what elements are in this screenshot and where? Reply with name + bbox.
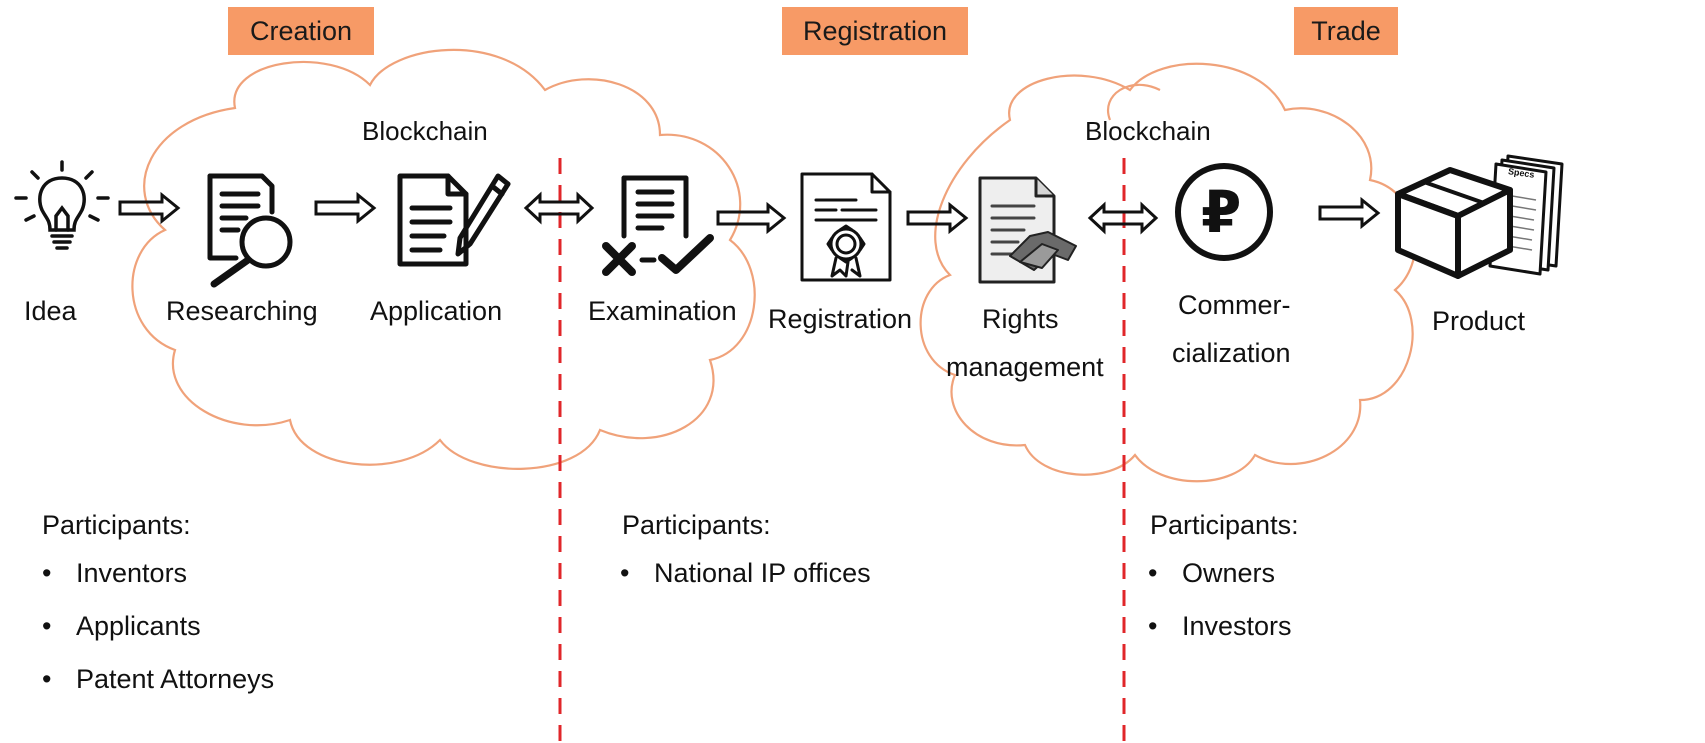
examination-checklist-icon [602,175,714,276]
list-item: • Owners [1148,558,1292,611]
arrow-right-icon [1318,196,1381,230]
arrow-right-icon [314,191,377,225]
list-item: • Investors [1148,611,1292,664]
participants-list-trade: • Owners • Investors [1148,558,1292,664]
blockchain-label-left: Blockchain [362,116,488,146]
participant-name: Applicants [76,611,201,641]
bullet-marker: • [1148,558,1158,588]
bullet-marker: • [620,558,630,588]
ruble-coin-icon [1175,163,1273,261]
arrow-double-icon [523,191,595,225]
step-label-rights-line1: Rights [982,304,1059,334]
list-item: • Applicants [42,611,274,664]
step-label-idea: Idea [24,296,77,326]
list-item: • Inventors [42,558,274,611]
product-box-icon [1395,154,1564,279]
phase-registration-badge: Registration [782,7,968,55]
arrow-right-icon [118,191,181,225]
participants-title-registration: Participants: [622,510,771,540]
bullet-marker: • [1148,611,1158,641]
lightbulb-icon [14,160,110,250]
list-item: • Patent Attorneys [42,664,274,717]
participant-name: Owners [1182,558,1276,588]
participants-title-trade: Participants: [1150,510,1299,540]
application-document-pen-icon [397,173,511,267]
arrow-right-icon [716,201,787,235]
handshake-document-icon [978,176,1077,284]
bullet-marker: • [42,664,52,694]
step-label-registration: Registration [768,304,913,334]
step-label-rights-line2: management [946,352,1104,382]
arrow-double-icon [1087,201,1159,235]
research-magnifier-icon [207,173,293,288]
participants-title-creation: Participants: [42,510,191,540]
certificate-seal-icon [800,172,892,282]
phase-trade-badge: Trade [1294,7,1398,55]
currency-symbol: ₽ [1201,178,1242,246]
step-label-application: Application [370,296,503,326]
participant-name: Inventors [76,558,188,588]
step-label-commer-line2: cialization [1172,338,1291,368]
participants-list-registration: • National IP offices [620,558,871,611]
step-label-commer-line1: Commer- [1178,290,1291,320]
participant-name: Patent Attorneys [76,664,275,694]
bullet-marker: • [42,558,52,588]
arrow-right-icon [906,201,969,235]
step-label-researching: Researching [166,296,318,326]
step-label-product: Product [1432,306,1526,336]
participant-name: National IP offices [654,558,871,588]
participants-list-creation: • Inventors • Applicants • Patent Attorneys [42,558,274,717]
participant-name: Investors [1182,611,1292,641]
bullet-marker: • [42,611,52,641]
step-label-examination: Examination [588,296,737,326]
blockchain-label-right: Blockchain [1085,116,1211,146]
list-item: • National IP offices [620,558,871,611]
phase-creation-badge: Creation [228,7,374,55]
